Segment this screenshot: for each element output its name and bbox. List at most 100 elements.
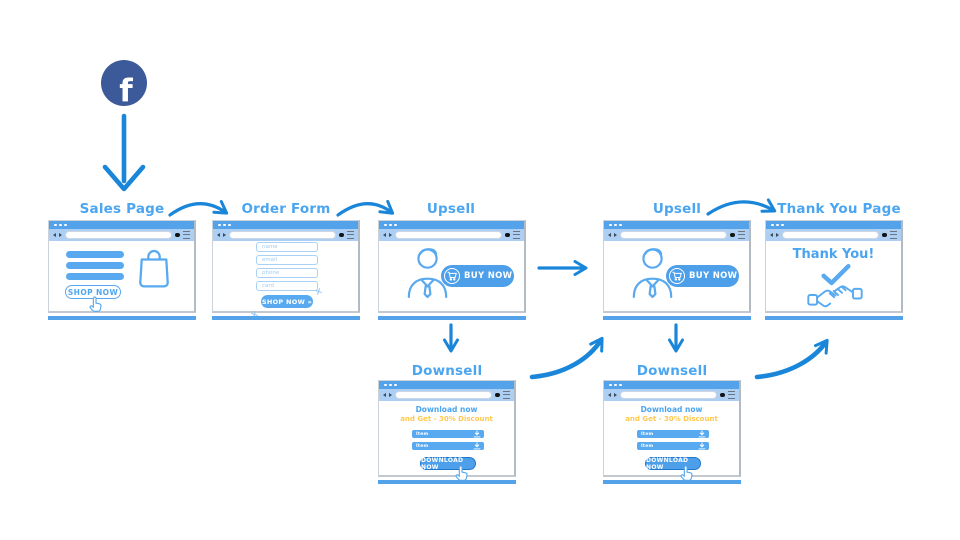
title-order-form: Order Form [241, 201, 331, 217]
profile-icon [730, 232, 735, 238]
card-field[interactable]: card [256, 281, 318, 291]
facebook-letter: f [119, 73, 133, 109]
address-bar[interactable] [65, 231, 173, 239]
forward-icon[interactable] [223, 233, 226, 237]
download-item-row[interactable]: Item [637, 442, 709, 450]
browser-toolbar [213, 229, 358, 241]
forward-icon[interactable] [614, 393, 617, 397]
address-bar[interactable] [395, 231, 503, 239]
back-icon[interactable] [608, 233, 611, 237]
order-form-window: name email phone card SHOP NOW » [212, 220, 360, 313]
menu-icon[interactable] [513, 231, 520, 239]
back-icon[interactable] [53, 233, 56, 237]
window-footer-bar [378, 316, 526, 320]
back-icon[interactable] [383, 393, 386, 397]
window-controls [604, 221, 749, 229]
sparkle-icon [314, 287, 323, 296]
forward-icon[interactable] [59, 233, 62, 237]
browser-toolbar [766, 229, 901, 241]
email-field[interactable]: email [256, 255, 318, 265]
download-icon [698, 442, 706, 450]
forward-icon[interactable] [389, 393, 392, 397]
facebook-icon[interactable]: f [101, 60, 147, 109]
downsell-subheadline: and Get - 30% Discount [400, 415, 493, 423]
menu-icon[interactable] [890, 231, 897, 239]
cart-icon [669, 268, 685, 284]
back-icon[interactable] [383, 233, 386, 237]
back-icon[interactable] [608, 393, 611, 397]
address-bar[interactable] [395, 391, 493, 399]
downsell-2-window: Download now and Get - 30% Discount Item… [603, 380, 741, 481]
arrow-downsell1-to-upsell2 [529, 336, 604, 380]
text-line [66, 262, 124, 269]
address-bar[interactable] [620, 391, 718, 399]
browser-toolbar [49, 229, 194, 241]
buy-now-label: BUY NOW [464, 271, 513, 281]
text-line [66, 273, 124, 280]
profile-icon [339, 232, 344, 238]
thank-you-message: Thank You! [792, 247, 875, 262]
window-controls [379, 221, 524, 229]
download-item-row[interactable]: Item [412, 430, 484, 438]
arrow-order-to-upsell1 [336, 199, 395, 217]
buy-now-button[interactable]: BUY NOW [666, 265, 739, 287]
cursor-hand-icon [455, 465, 468, 481]
download-item-row[interactable]: Item [637, 430, 709, 438]
window-controls [213, 221, 358, 229]
arrow-upsell2-to-thankyou [706, 198, 777, 216]
menu-icon[interactable] [347, 231, 354, 239]
forward-icon[interactable] [614, 233, 617, 237]
upsell-2-window: BUY NOW [603, 220, 751, 313]
address-bar[interactable] [620, 231, 728, 239]
person-icon [632, 248, 673, 299]
forward-icon[interactable] [389, 233, 392, 237]
item-label: Item [416, 443, 429, 449]
menu-icon[interactable] [738, 231, 745, 239]
window-footer-bar [603, 480, 741, 484]
window-footer-bar [212, 316, 360, 320]
buy-now-label: BUY NOW [689, 271, 738, 281]
menu-icon[interactable] [503, 391, 510, 399]
item-label: Item [641, 431, 654, 437]
cursor-hand-icon [89, 296, 102, 312]
buy-now-button[interactable]: BUY NOW [441, 265, 514, 287]
arrow-sales-to-order [168, 200, 229, 217]
name-field[interactable]: name [256, 242, 318, 252]
browser-toolbar [604, 389, 739, 401]
handshake-icon [807, 285, 863, 308]
profile-icon [175, 232, 180, 238]
title-upsell-2: Upsell [652, 201, 702, 217]
address-bar[interactable] [229, 231, 337, 239]
forward-icon[interactable] [776, 233, 779, 237]
profile-icon [505, 232, 510, 238]
phone-field[interactable]: phone [256, 268, 318, 278]
downsell-1-window: Download now and Get - 30% Discount Item… [378, 380, 516, 481]
shop-now-submit-button[interactable]: SHOP NOW » [261, 295, 313, 308]
download-item-row[interactable]: Item [412, 442, 484, 450]
downsell-headline: Download now [415, 405, 478, 414]
download-icon [473, 430, 481, 438]
address-bar[interactable] [782, 231, 880, 239]
upsell-1-window: BUY NOW [378, 220, 526, 313]
window-footer-bar [378, 480, 516, 484]
menu-icon[interactable] [183, 231, 190, 239]
window-controls [379, 381, 514, 389]
shopping-bag-icon [139, 249, 169, 288]
title-downsell-2: Downsell [636, 363, 708, 379]
back-icon[interactable] [217, 233, 220, 237]
download-icon [473, 442, 481, 450]
menu-icon[interactable] [728, 391, 735, 399]
profile-icon [495, 392, 500, 398]
browser-toolbar [604, 229, 749, 241]
window-controls [49, 221, 194, 229]
title-thank-you-page: Thank You Page [777, 201, 901, 217]
back-icon[interactable] [770, 233, 773, 237]
item-label: Item [641, 443, 654, 449]
sales-page-window: SHOP NOW [48, 220, 196, 313]
title-upsell-1: Upsell [426, 201, 476, 217]
arrow-downsell2-to-thankyou [754, 338, 829, 380]
profile-icon [720, 392, 725, 398]
window-footer-bar [603, 316, 751, 320]
arrow-facebook-head [102, 164, 146, 192]
browser-toolbar [379, 389, 514, 401]
